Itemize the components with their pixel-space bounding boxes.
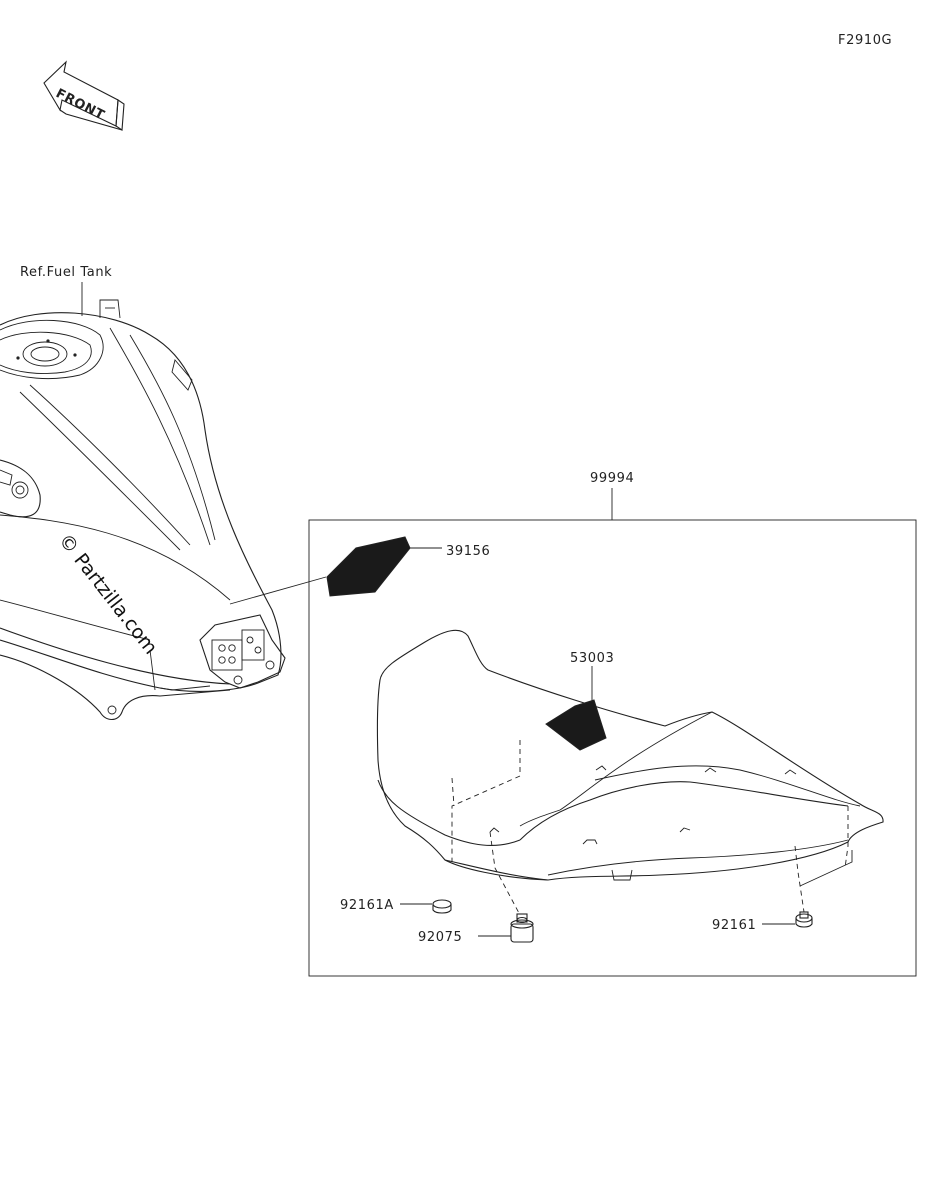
kit-part-number: 99994	[590, 471, 634, 486]
watermark: © Partzilla.com	[54, 530, 162, 659]
ref-fuel-tank-label: Ref.Fuel Tank	[20, 265, 112, 280]
part-92161a-shape	[432, 899, 452, 914]
part-label-92161: 92161	[712, 918, 756, 933]
part-92075-shape	[510, 913, 534, 943]
part-92161-shape	[795, 911, 813, 928]
part-label-92161a: 92161A	[340, 898, 394, 913]
part-label-39156: 39156	[446, 544, 490, 559]
part-53003-shape	[545, 699, 607, 751]
front-arrow-icon: FRONT	[43, 60, 125, 131]
fuel-tank-drawing	[0, 299, 286, 721]
figure-code: F2910G	[838, 33, 892, 48]
part-label-92075: 92075	[418, 930, 462, 945]
part-39156-shape	[326, 536, 411, 597]
seat-drawing	[376, 629, 884, 916]
kit-boundary-box	[308, 519, 917, 977]
part-label-53003: 53003	[570, 651, 614, 666]
